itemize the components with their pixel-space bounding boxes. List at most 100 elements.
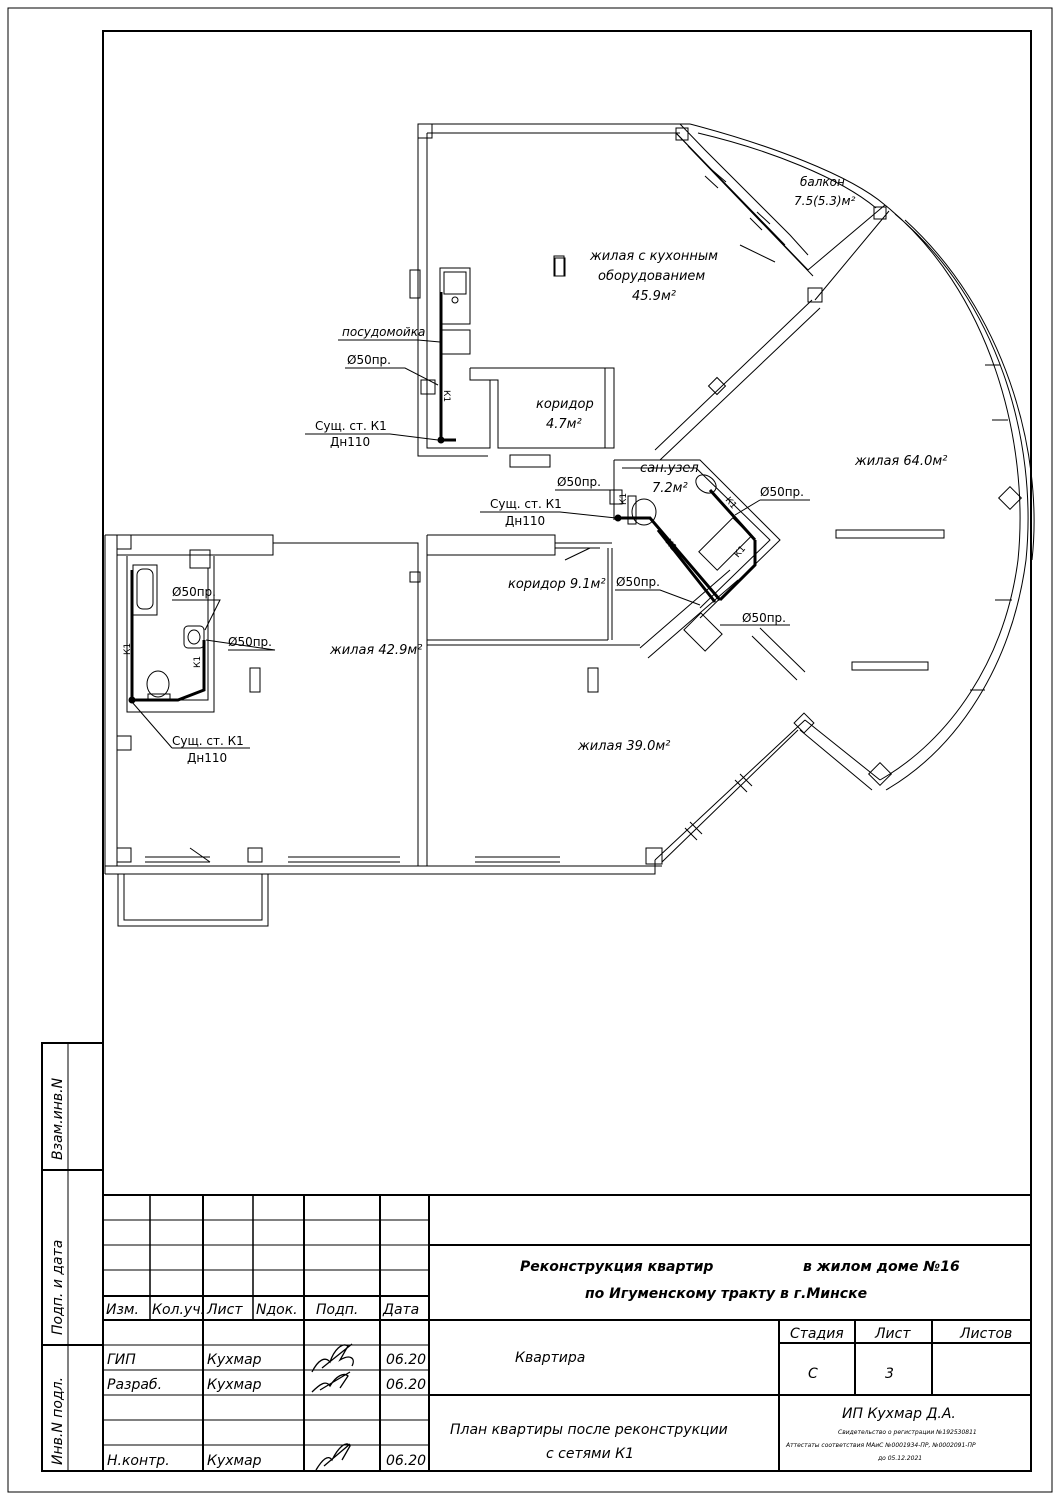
left-bathroom-partition — [189, 549, 211, 569]
column — [116, 534, 132, 550]
corridor-47-walls — [469, 367, 615, 449]
pipe-tag: К1 — [733, 544, 748, 560]
drawing-frame — [102, 30, 1032, 1472]
column — [873, 206, 887, 220]
sheets-label: Листов — [959, 1326, 1012, 1342]
sheet-value: 3 — [885, 1366, 894, 1382]
toilet-left — [146, 670, 170, 698]
hdr-izm: Изм. — [106, 1302, 139, 1318]
label-riser-diam: Дн110 — [505, 514, 545, 528]
signature-gip — [311, 1343, 354, 1373]
label-riser: Сущ. ст. К1 — [315, 419, 387, 433]
label-pipe50: Ø50пр. — [557, 475, 601, 489]
south-window-marks — [684, 773, 753, 841]
sink-drain — [451, 296, 459, 304]
room-label: жилая 42.9м² — [329, 643, 422, 658]
room-area: 45.9м² — [632, 289, 676, 304]
cert-1: Свидетельство о регистрации №192530811 — [838, 1429, 977, 1436]
leader-riser-left — [131, 701, 250, 749]
cert-3: до 05.12.2021 — [877, 1455, 922, 1462]
column — [417, 123, 433, 139]
diagonal-wall-mid — [639, 569, 806, 681]
sheet-label: Лист — [874, 1326, 911, 1342]
title-block-text: Изм. Кол.уч. Лист Nдок. Подп. Дата ГИП К… — [106, 1259, 1012, 1469]
room-area: 7.2м² — [652, 481, 688, 496]
annotations — [131, 339, 810, 749]
hdr-podp: Подп. — [316, 1302, 358, 1318]
name-gip: Кухмар — [207, 1352, 262, 1368]
pipe-k1-left — [130, 570, 206, 702]
sheet-title-2: с сетями К1 — [546, 1446, 634, 1462]
column — [867, 761, 893, 787]
project-line1b: в жилом доме №16 — [803, 1259, 960, 1275]
leader-riser-sanuzel — [480, 511, 617, 519]
project-line2: по Игуменскому тракту в г.Минске — [585, 1286, 867, 1302]
left-wing-walls — [104, 534, 556, 874]
annotation-text: посудомойка Ø50пр. Сущ. ст. К1 Дн110 Ø50… — [172, 325, 804, 765]
label-dishwasher: посудомойка — [342, 325, 425, 339]
room-labels: жилая с кухонным оборудованием 45.9м² ба… — [329, 175, 947, 754]
pipe-k1-sanuzel — [618, 488, 757, 603]
name-nkontr: Кухмар — [207, 1453, 262, 1469]
window-marks — [704, 169, 771, 231]
cert-2: Аттестаты соответствия МАиС №0001934-ПР,… — [785, 1442, 976, 1449]
room-label: коридор 9.1м² — [508, 577, 606, 592]
room-label: жилая 64.0м² — [854, 454, 947, 469]
title-block — [103, 1194, 1031, 1471]
leader-riser-kitchen — [305, 433, 439, 441]
floor-plan — [104, 123, 1035, 927]
signature-nkontr — [315, 1443, 351, 1471]
column — [609, 489, 623, 505]
window-marks-lower — [145, 856, 560, 863]
hdr-list: Лист — [206, 1302, 243, 1318]
pipe-tag: К1 — [441, 390, 451, 402]
signatures — [311, 1343, 354, 1471]
leader-pipe50-left2 — [205, 639, 276, 651]
signature-razrab — [311, 1371, 351, 1393]
column — [249, 667, 261, 693]
column — [707, 376, 727, 396]
room-area: 7.5(5.3)м² — [794, 194, 856, 208]
name-razrab: Кухмар — [207, 1377, 262, 1393]
column — [587, 667, 599, 693]
toilet-sanuzel — [631, 498, 657, 526]
role-gip: ГИП — [107, 1352, 136, 1368]
side-vzam: Взам.инв.N — [50, 1077, 66, 1160]
sheet-title-1: План квартиры после реконструкции — [450, 1422, 728, 1438]
label-riser: Сущ. ст. К1 — [172, 734, 244, 748]
role-nkontr: Н.контр. — [107, 1453, 170, 1469]
side-stamp-frame — [41, 1042, 104, 1472]
column — [116, 847, 132, 863]
room-label: жилая 39.0м² — [577, 739, 670, 754]
label-riser: Сущ. ст. К1 — [490, 497, 562, 511]
room-label: оборудованием — [598, 269, 705, 284]
toilet-tank-sanuzel — [627, 495, 637, 525]
leader-pipe50-right — [734, 499, 810, 516]
label-pipe50: Ø50пр. — [742, 611, 786, 625]
room-area: 4.7м² — [546, 417, 582, 432]
arc-window-marks — [970, 364, 1012, 691]
riser-left — [128, 696, 136, 704]
pipe-tags: К1 К1 К1 К1 К1 К1 К1 — [123, 390, 748, 668]
label-riser-diam: Дн110 — [187, 751, 227, 765]
sink-left — [183, 625, 205, 649]
side-stamp-text: Взам.инв.N Подп. и дата Инв.N подл. — [50, 1077, 66, 1465]
diagonal-wall-north — [654, 299, 821, 461]
hdr-data: Дата — [382, 1302, 419, 1318]
column — [807, 287, 823, 303]
side-inv: Инв.N подл. — [50, 1377, 66, 1465]
lower-balcony — [117, 874, 269, 927]
leader-dishwasher — [338, 339, 441, 343]
pipe-tag: К1 — [619, 493, 629, 505]
door-mark — [564, 547, 591, 561]
column — [409, 571, 421, 583]
side-stamp — [41, 1042, 104, 1472]
bathtub-inner — [136, 568, 154, 610]
label-riser-diam: Дн110 — [330, 435, 370, 449]
beam — [851, 661, 929, 671]
label-pipe50: Ø50пр. — [228, 635, 272, 649]
column — [247, 847, 263, 863]
leader-pipe50-kitchen — [345, 367, 439, 386]
object-name: Квартира — [515, 1350, 585, 1366]
